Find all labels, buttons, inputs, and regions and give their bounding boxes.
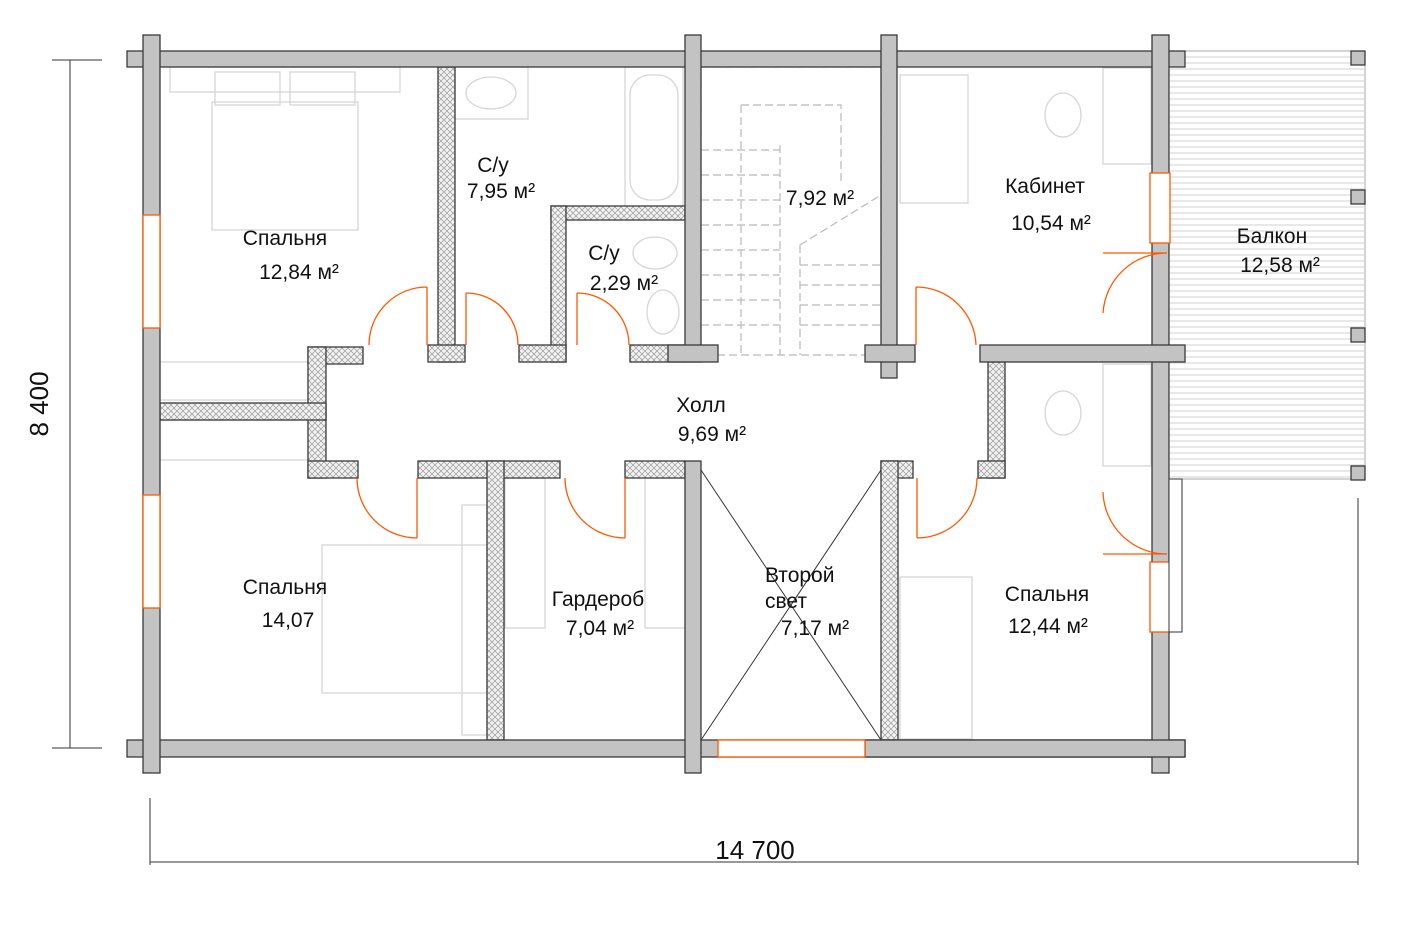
room-name: Холл bbox=[676, 394, 726, 417]
balcony-deck bbox=[1168, 50, 1366, 481]
room-name: Гардероб bbox=[552, 588, 644, 611]
room-name: Спальня bbox=[1005, 583, 1089, 606]
second-light-void bbox=[700, 469, 882, 741]
room-name: Балкон bbox=[1237, 225, 1307, 248]
room-area: 7,95 м² bbox=[467, 180, 535, 203]
room-name: С/у bbox=[477, 154, 509, 177]
room-area: 14,07 bbox=[262, 609, 315, 632]
room-area: 10,54 м² bbox=[1011, 212, 1091, 235]
room-area: 12,58 м² bbox=[1240, 254, 1320, 277]
room-area: 7,92 м² bbox=[786, 187, 854, 210]
room-area: 9,69 м² bbox=[678, 423, 746, 446]
height-dimension: 8 400 bbox=[24, 371, 54, 436]
partitions bbox=[159, 66, 1006, 741]
room-name: С/у bbox=[588, 242, 620, 265]
doors bbox=[356, 252, 1168, 555]
windows bbox=[142, 172, 1183, 758]
staircase bbox=[700, 66, 882, 356]
room-area: 7,04 м² bbox=[566, 617, 634, 640]
room-area: 7,17 м² bbox=[781, 617, 849, 640]
room-name: Кабинет bbox=[1005, 175, 1085, 198]
room-name-line2: свет bbox=[765, 590, 807, 613]
room-area: 12,84 м² bbox=[259, 261, 339, 284]
width-dimension: 14 700 bbox=[715, 835, 795, 865]
room-area: 2,29 м² bbox=[590, 272, 658, 295]
room-name: Спальня bbox=[243, 576, 327, 599]
room-name: Спальня bbox=[243, 227, 327, 250]
room-name: Второй bbox=[765, 564, 834, 587]
room-labels: Спальня 12,84 м² С/у 7,95 м² С/у 2,29 м²… bbox=[243, 154, 1320, 640]
dimension-lines bbox=[52, 59, 1359, 865]
room-area: 12,44 м² bbox=[1008, 615, 1088, 638]
